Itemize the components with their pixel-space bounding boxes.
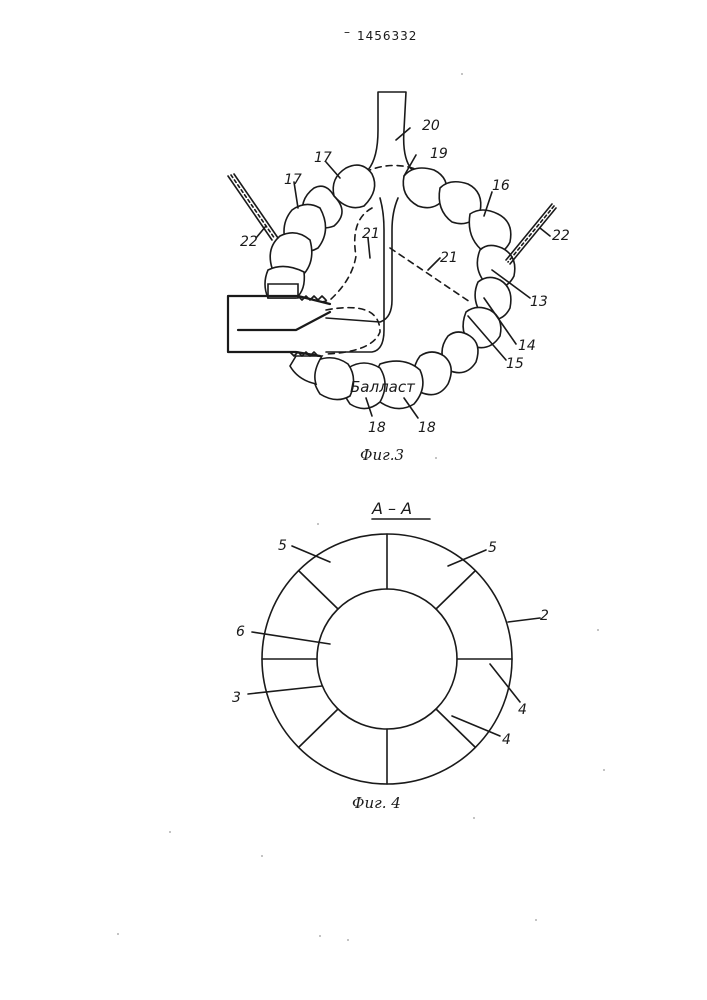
fig4-leaders xyxy=(248,546,540,736)
dashed-boundary-21c xyxy=(326,308,380,354)
label-19: 19 xyxy=(430,146,448,162)
header-dash: – xyxy=(344,25,351,39)
inlet-pipe xyxy=(228,296,330,356)
label-17a: 17 xyxy=(314,150,332,166)
fig4-caption: Фиг. 4 xyxy=(352,794,401,812)
label-17b: 17 xyxy=(284,172,302,188)
label-22a: 22 xyxy=(240,234,258,250)
dashed-boundary-21b xyxy=(390,248,470,302)
label-18b: 18 xyxy=(418,420,436,436)
ring-cells xyxy=(265,165,515,408)
label-5a: 5 xyxy=(278,538,287,554)
label-15: 15 xyxy=(506,356,524,372)
label-16: 16 xyxy=(492,178,510,194)
radial-partitions-4 xyxy=(262,534,512,784)
inner-cavity-6 xyxy=(317,589,457,729)
patent-number: 1456332 xyxy=(357,29,417,43)
figure-3: Балласт xyxy=(228,92,570,464)
fig3-caption: Фиг.3 xyxy=(360,446,404,464)
label-20: 20 xyxy=(422,118,440,134)
ballast-label: Балласт xyxy=(350,378,416,396)
label-6: 6 xyxy=(236,624,245,640)
label-22b: 22 xyxy=(552,228,570,244)
figure-4: А – А 5 5 2 6 3 4 4 Фиг xyxy=(232,499,549,812)
label-4a: 4 xyxy=(518,702,527,718)
label-14: 14 xyxy=(518,338,536,354)
label-21a: 21 xyxy=(362,226,380,242)
label-4b: 4 xyxy=(502,732,511,748)
label-21b: 21 xyxy=(440,250,458,266)
label-18a: 18 xyxy=(368,420,386,436)
section-title: А – А xyxy=(371,499,412,518)
label-5b: 5 xyxy=(488,540,497,556)
label-3: 3 xyxy=(232,690,241,706)
label-2: 2 xyxy=(540,608,549,624)
mooring-cable-left xyxy=(228,174,278,240)
label-13: 13 xyxy=(530,294,548,310)
